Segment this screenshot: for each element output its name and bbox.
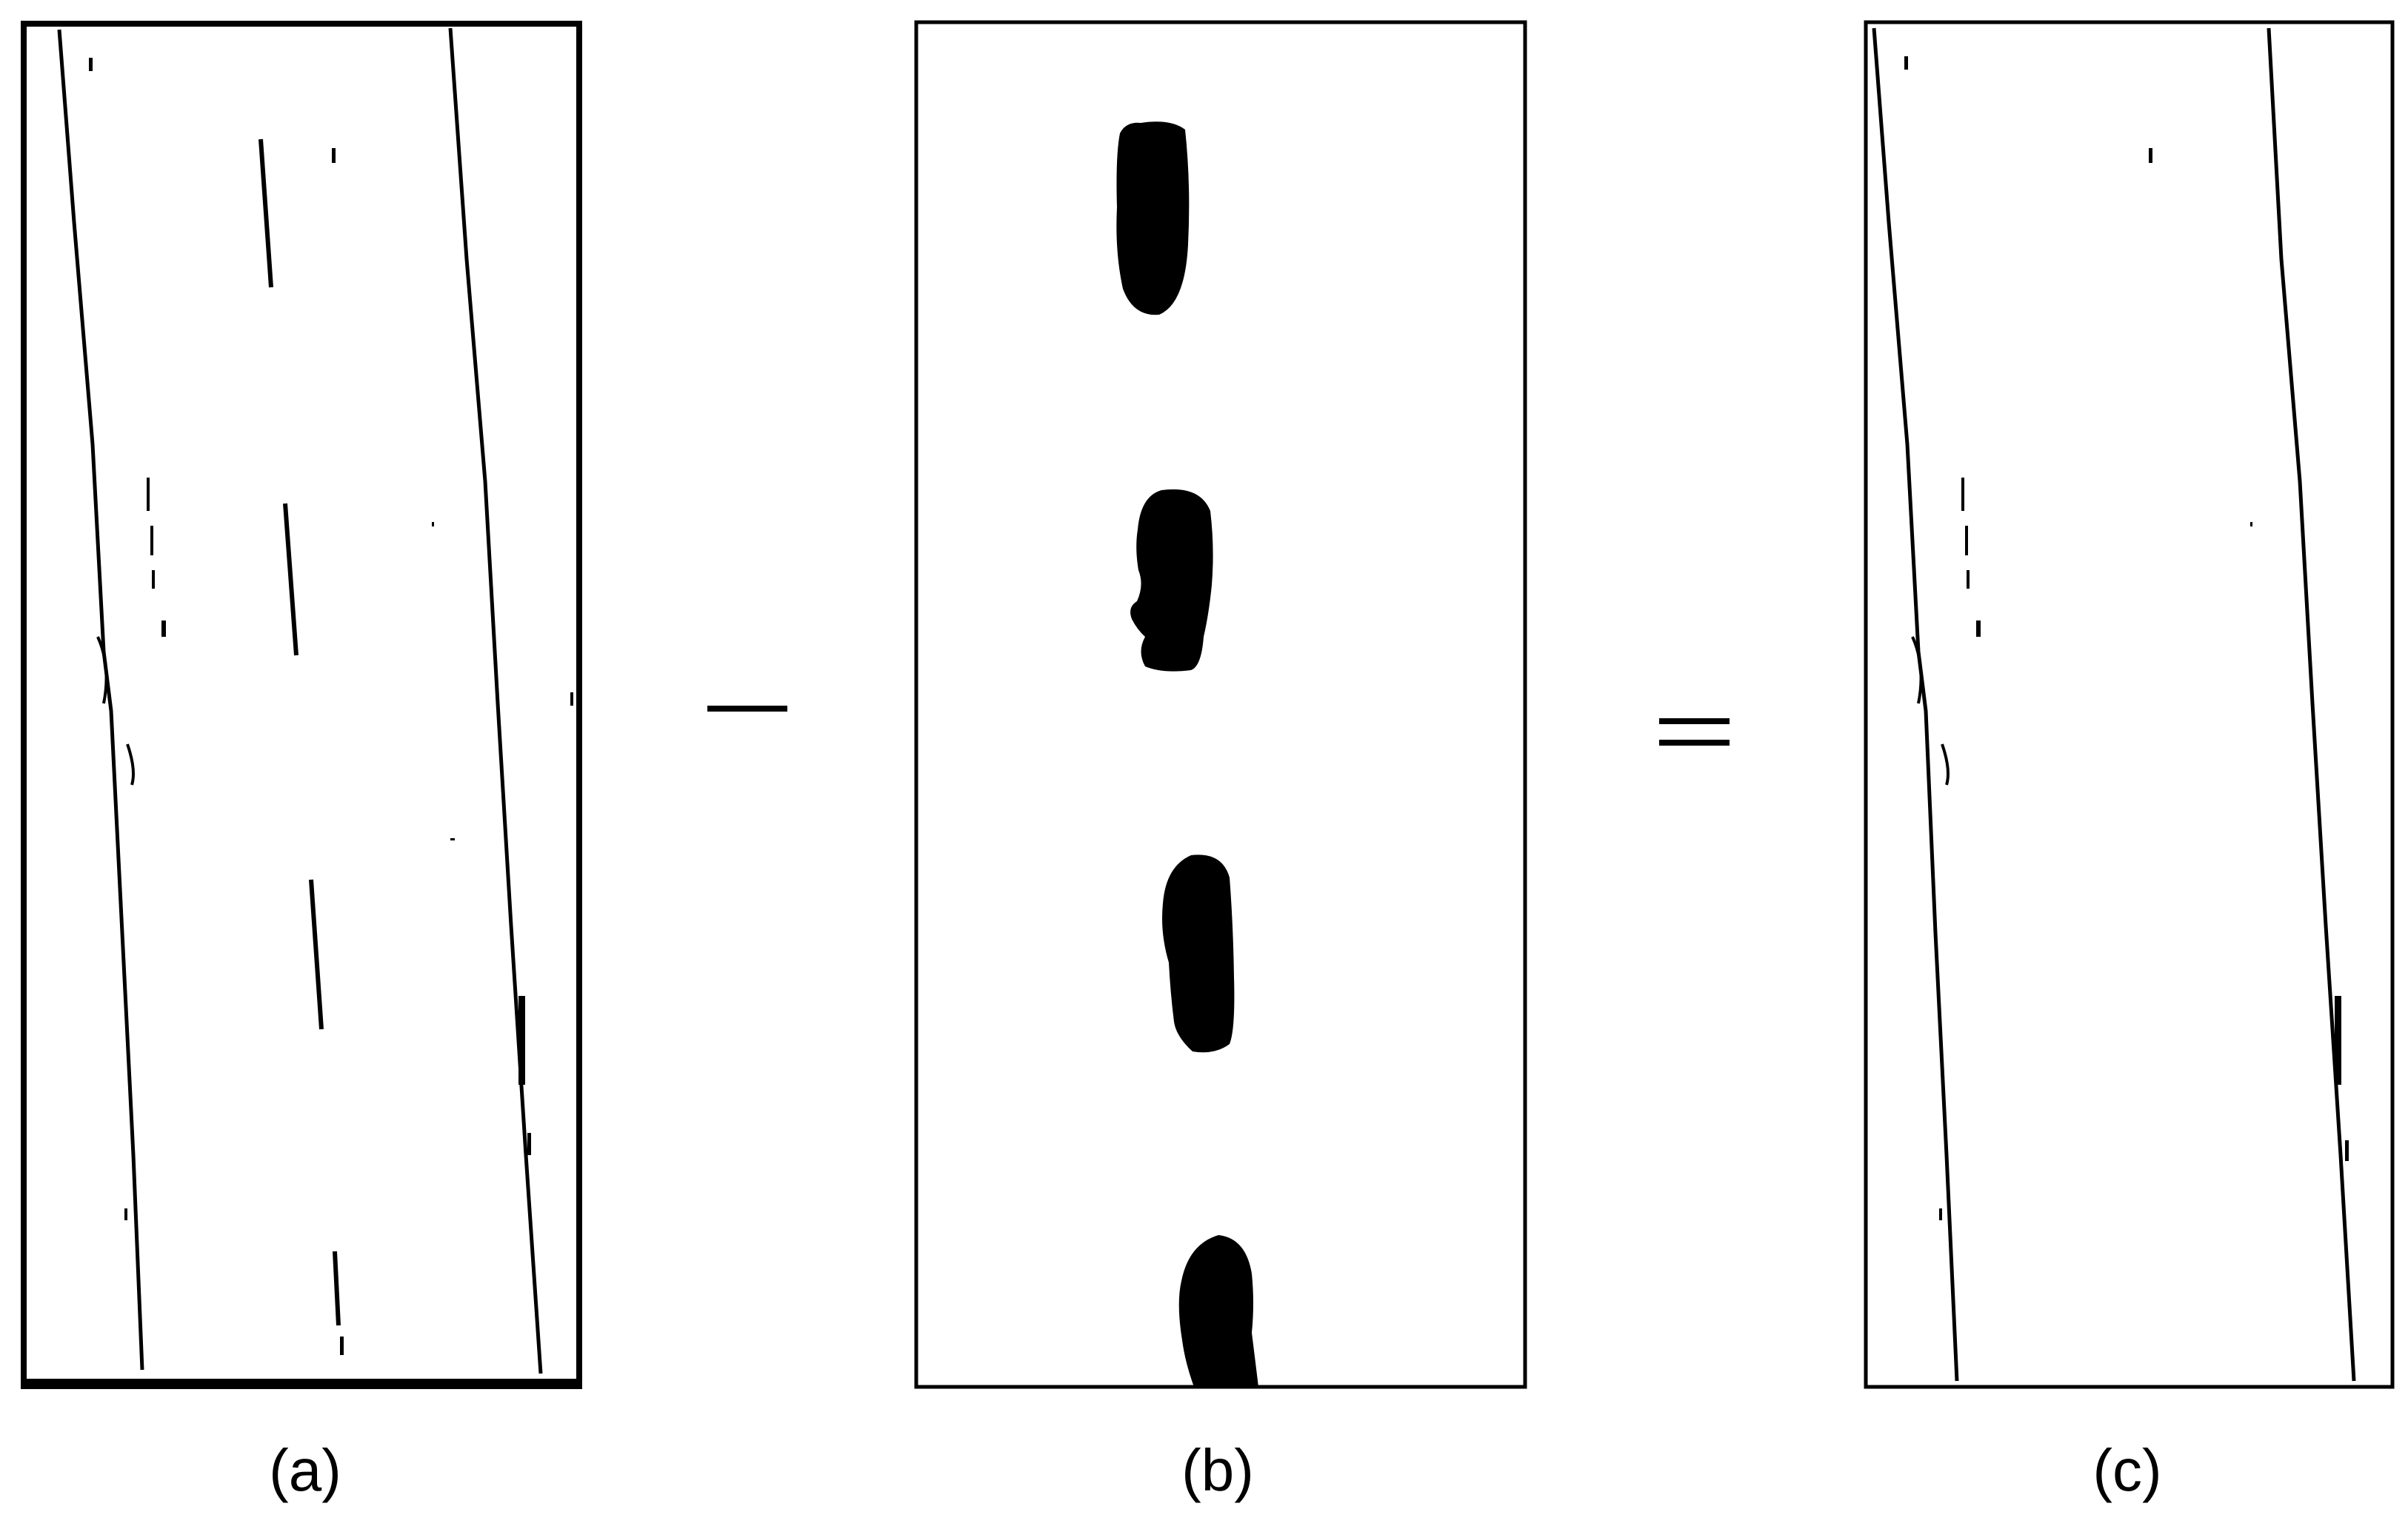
panel-a-speck: [89, 58, 93, 71]
panel-a-speck: [450, 838, 455, 840]
panel-a-center-dash-1: [259, 138, 273, 288]
equals-operator: [1659, 718, 1730, 746]
panel-b-blob-1: [1116, 121, 1190, 315]
panel-a-right-edge-line: [448, 27, 543, 1374]
panel-c-right-edge-thick-segment: [2335, 996, 2341, 1085]
panel-c-caption: (c): [2092, 1437, 2162, 1503]
panel-a-edge-blob: [96, 636, 108, 704]
panel-a-speck: [161, 621, 166, 637]
panel-c-speck: [1967, 570, 1970, 589]
panel-b-frame: [914, 20, 1527, 1389]
panel-a-center-dash-3: [309, 879, 324, 1030]
panel-a-speck: [432, 522, 434, 526]
equals-bar-top: [1659, 718, 1730, 724]
panel-a-speck: [150, 526, 153, 555]
minus-operator: [707, 706, 787, 712]
panel-c-speck: [1965, 526, 1968, 555]
panel-b-blob-4: [1178, 1235, 1258, 1387]
panel-a: [21, 21, 582, 1389]
panel-c-edge-blob: [1941, 743, 1950, 786]
panel-c-speck: [1904, 56, 1908, 70]
panel-a-edge-blob: [126, 743, 135, 786]
panel-c-speck: [2149, 148, 2152, 163]
panel-a-bottom-band: [21, 1379, 582, 1389]
panel-c-speck: [1961, 478, 1964, 511]
panel-b-blob-2: [1130, 489, 1213, 672]
panel-a-speck: [332, 148, 336, 163]
panel-a-right-edge-thick-segment: [518, 996, 525, 1085]
panel-a-center-dash-4: [333, 1251, 341, 1326]
panel-b: [914, 20, 1527, 1389]
panel-a-speck: [152, 570, 155, 589]
panel-c-speck: [1939, 1208, 1942, 1220]
panel-b-caption: (b): [1181, 1437, 1254, 1503]
panel-c-frame: [1864, 20, 2395, 1389]
panel-a-caption: (a): [269, 1437, 341, 1503]
panel-a-speck: [147, 478, 150, 511]
panel-c-speck: [1976, 621, 1981, 637]
panel-c-right-edge-line: [2267, 27, 2356, 1382]
panel-a-frame: [21, 21, 582, 1389]
panel-a-center-dash-4-fragment: [340, 1337, 344, 1355]
panel-a-right-edge-gap-mark: [527, 1133, 531, 1155]
panel-c-edge-blob: [1911, 636, 1923, 704]
panel-b-blob-3: [1162, 854, 1235, 1053]
panel-a-speck: [124, 1208, 127, 1220]
panel-a-center-dash-2: [283, 503, 299, 656]
equals-bar-bottom: [1659, 740, 1730, 746]
panel-c: [1864, 20, 2395, 1389]
panel-c-right-edge-gap-mark: [2345, 1140, 2349, 1161]
panel-a-speck: [570, 692, 573, 706]
panel-c-speck: [2250, 522, 2252, 526]
